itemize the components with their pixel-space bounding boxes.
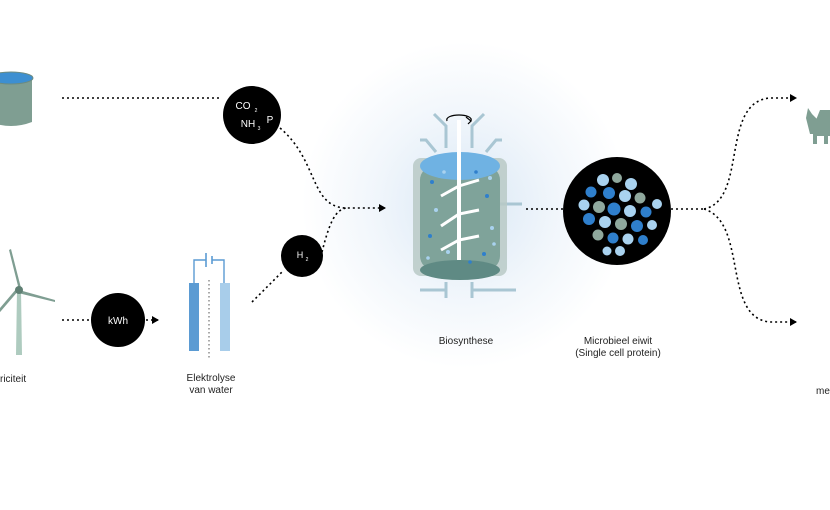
connector-hydrogen-to-merge bbox=[321, 207, 347, 253]
connector-electrolysis-to-hydrogen bbox=[251, 271, 283, 303]
right-label: me bbox=[816, 386, 830, 398]
electricity-label: riciteit bbox=[0, 374, 26, 386]
co2-subscript: 2 bbox=[255, 108, 258, 114]
protein-cluster-icon bbox=[563, 157, 671, 265]
electrolysis-cell-icon bbox=[189, 253, 230, 358]
nh3-label: NH bbox=[241, 119, 255, 130]
electrolysis-label-line2: van water bbox=[189, 385, 233, 396]
energy-node: kWh bbox=[91, 293, 145, 347]
biosynthesis-label: Biosynthese bbox=[428, 336, 504, 348]
right-label-text: me bbox=[816, 386, 830, 397]
h2-label: H bbox=[297, 250, 304, 260]
protein-label-line2: (Single cell protein) bbox=[575, 348, 661, 359]
protein-label-line1: Microbieel eiwit bbox=[583, 336, 653, 347]
nutrients-node: CO 2 NH 3 P bbox=[223, 86, 281, 144]
co2-label: CO bbox=[236, 101, 251, 112]
electrolysis-label-line1: Elektrolyse bbox=[186, 373, 236, 384]
cow-icon bbox=[806, 108, 830, 144]
hydrogen-node: H 2 bbox=[281, 235, 323, 277]
water-tank-icon bbox=[0, 71, 34, 126]
protein-label: Microbieel eiwit (Single cell protein) bbox=[560, 336, 676, 360]
reactor-cells bbox=[426, 170, 496, 264]
connectors bbox=[62, 94, 797, 326]
biosynthesis-label-text: Biosynthese bbox=[438, 336, 494, 347]
kwh-label: kWh bbox=[108, 316, 128, 327]
connector-split-to-lower bbox=[703, 208, 797, 326]
nh3-subscript: 3 bbox=[258, 126, 261, 132]
electrolysis-label: Elektrolyse van water bbox=[176, 373, 246, 397]
wind-turbine-icon bbox=[0, 249, 55, 355]
connector-split-to-cow bbox=[703, 94, 797, 210]
electricity-label-text: riciteit bbox=[0, 374, 27, 385]
h2-subscript: 2 bbox=[306, 257, 309, 263]
bioreactor-icon bbox=[413, 112, 522, 298]
connector-nutrients-to-reactor bbox=[279, 127, 386, 212]
phosphorus-label: P bbox=[267, 115, 274, 126]
